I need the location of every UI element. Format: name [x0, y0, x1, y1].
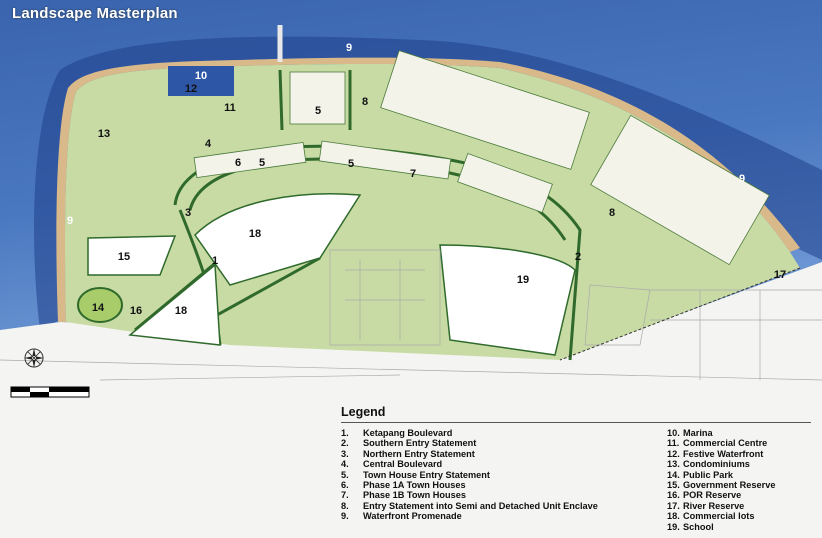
parcel-19	[439, 244, 576, 356]
legend-item: 9. Waterfront Promenade	[341, 511, 667, 521]
legend-item-number: 5.	[341, 469, 349, 480]
legend-item-label: Town House Entry Statement	[363, 469, 490, 480]
map-label-12: 12	[185, 83, 197, 95]
legend-item-number: 9.	[341, 511, 349, 522]
legend-item: 3. Northern Entry Statement	[341, 449, 667, 459]
map-label-8: 8	[609, 207, 615, 219]
legend-item-number: 19.	[667, 521, 680, 532]
legend-item-label: Condominiums	[683, 459, 750, 470]
map-label-3: 3	[185, 207, 191, 219]
map-label-2: 2	[575, 251, 581, 263]
legend-item: 10.Marina	[667, 428, 775, 438]
map-label-9: 9	[739, 173, 745, 185]
legend-item-number: 8.	[341, 500, 349, 511]
legend-item-number: 7.	[341, 490, 349, 501]
legend-item-number: 15.	[667, 480, 680, 491]
legend-item: 14.Public Park	[667, 470, 775, 480]
public-park	[77, 287, 123, 323]
legend-item-number: 2.	[341, 438, 349, 449]
map-label-13: 13	[98, 128, 110, 140]
legend-item: 8. Entry Statement into Semi and Detached…	[341, 501, 667, 511]
legend-item: 7. Phase 1B Town Houses	[341, 490, 667, 500]
map-label-15: 15	[118, 251, 130, 263]
map-label-9: 9	[67, 215, 73, 227]
legend-item-number: 4.	[341, 459, 349, 470]
legend-item-label: Commercial lots	[683, 511, 755, 522]
legend-item: 1. Ketapang Boulevard	[341, 428, 667, 438]
compass-rose-icon	[24, 348, 44, 368]
legend-item-label: Phase 1A Town Houses	[363, 480, 466, 491]
legend-item-label: Ketapang Boulevard	[363, 428, 453, 438]
map-label-11: 11	[224, 102, 236, 114]
legend-item: 5. Town House Entry Statement	[341, 470, 667, 480]
legend-item-number: 16.	[667, 490, 680, 501]
legend-item-number: 18.	[667, 511, 680, 522]
parcel-18-north	[194, 193, 362, 286]
map-label-5: 5	[315, 105, 321, 117]
legend-item: 6. Phase 1A Town Houses	[341, 480, 667, 490]
map-label-6: 6	[235, 157, 241, 169]
map-label-18: 18	[175, 305, 187, 317]
legend-item: 16.POR Reserve	[667, 490, 775, 500]
map-label-18: 18	[249, 228, 261, 240]
map-label-5: 5	[348, 158, 354, 170]
legend-item: 12.Festive Waterfront	[667, 449, 775, 459]
map-label-10: 10	[195, 70, 207, 82]
parcel-15	[87, 235, 177, 276]
scale-bar	[10, 386, 90, 398]
legend-item-number: 10.	[667, 428, 680, 438]
legend-item: 2. Southern Entry Statement	[341, 438, 667, 448]
map-label-16: 16	[130, 305, 142, 317]
map-label-19: 19	[517, 274, 529, 286]
legend-item: 11.Commercial Centre	[667, 438, 775, 448]
legend-item: 19.School	[667, 522, 775, 532]
legend-item-label: Northern Entry Statement	[363, 448, 475, 459]
map-label-1: 1	[212, 255, 218, 267]
legend-item-label: POR Reserve	[683, 490, 742, 501]
legend-item-number: 6.	[341, 480, 349, 491]
legend-item-label: School	[683, 521, 714, 532]
legend-item-number: 3.	[341, 448, 349, 459]
legend-item: 17.River Reserve	[667, 501, 775, 511]
page-title: Landscape Masterplan	[12, 5, 178, 22]
legend-item-number: 17.	[667, 500, 680, 511]
map-label-8: 8	[362, 96, 368, 108]
legend-item: 13.Condominiums	[667, 459, 775, 469]
legend-item-label: River Reserve	[683, 500, 745, 511]
legend-item-label: Commercial Centre	[683, 438, 768, 449]
legend-item-label: Government Reserve	[683, 480, 776, 491]
parcel-18-south	[128, 263, 221, 346]
legend-item-label: Festive Waterfront	[683, 448, 764, 459]
legend-item-label: Public Park	[683, 469, 734, 480]
marina-basin	[168, 66, 234, 96]
map-label-17: 17	[774, 269, 786, 281]
map-label-7: 7	[410, 168, 416, 180]
legend-item-label: Phase 1B Town Houses	[363, 490, 466, 501]
legend-item: 4. Central Boulevard	[341, 459, 667, 469]
legend-item-number: 12.	[667, 448, 680, 459]
legend-item-label: Central Boulevard	[363, 459, 443, 470]
legend-item-label: Entry Statement into Semi and Detached U…	[363, 500, 598, 511]
development-area	[65, 64, 801, 360]
map-label-5: 5	[259, 157, 265, 169]
legend: Legend 1. Ketapang Boulevard 2. Southern En…	[341, 405, 811, 532]
legend-column-1: 1. Ketapang Boulevard 2. Southern Entry Sta…	[341, 428, 667, 532]
map-label-14: 14	[92, 302, 105, 314]
legend-item-label: Marina	[683, 428, 713, 438]
legend-item-number: 13.	[667, 459, 680, 470]
legend-item-label: Southern Entry Statement	[363, 438, 477, 449]
legend-item: 15.Government Reserve	[667, 480, 775, 490]
legend-item: 18.Commercial lots	[667, 511, 775, 521]
legend-title: Legend	[341, 405, 811, 423]
legend-item-number: 14.	[667, 469, 680, 480]
map-label-9: 9	[346, 42, 352, 54]
legend-item-number: 1.	[341, 428, 349, 438]
legend-item-label: Waterfront Promenade	[363, 511, 462, 522]
legend-item-number: 11.	[667, 438, 680, 449]
map-label-4: 4	[205, 138, 212, 150]
